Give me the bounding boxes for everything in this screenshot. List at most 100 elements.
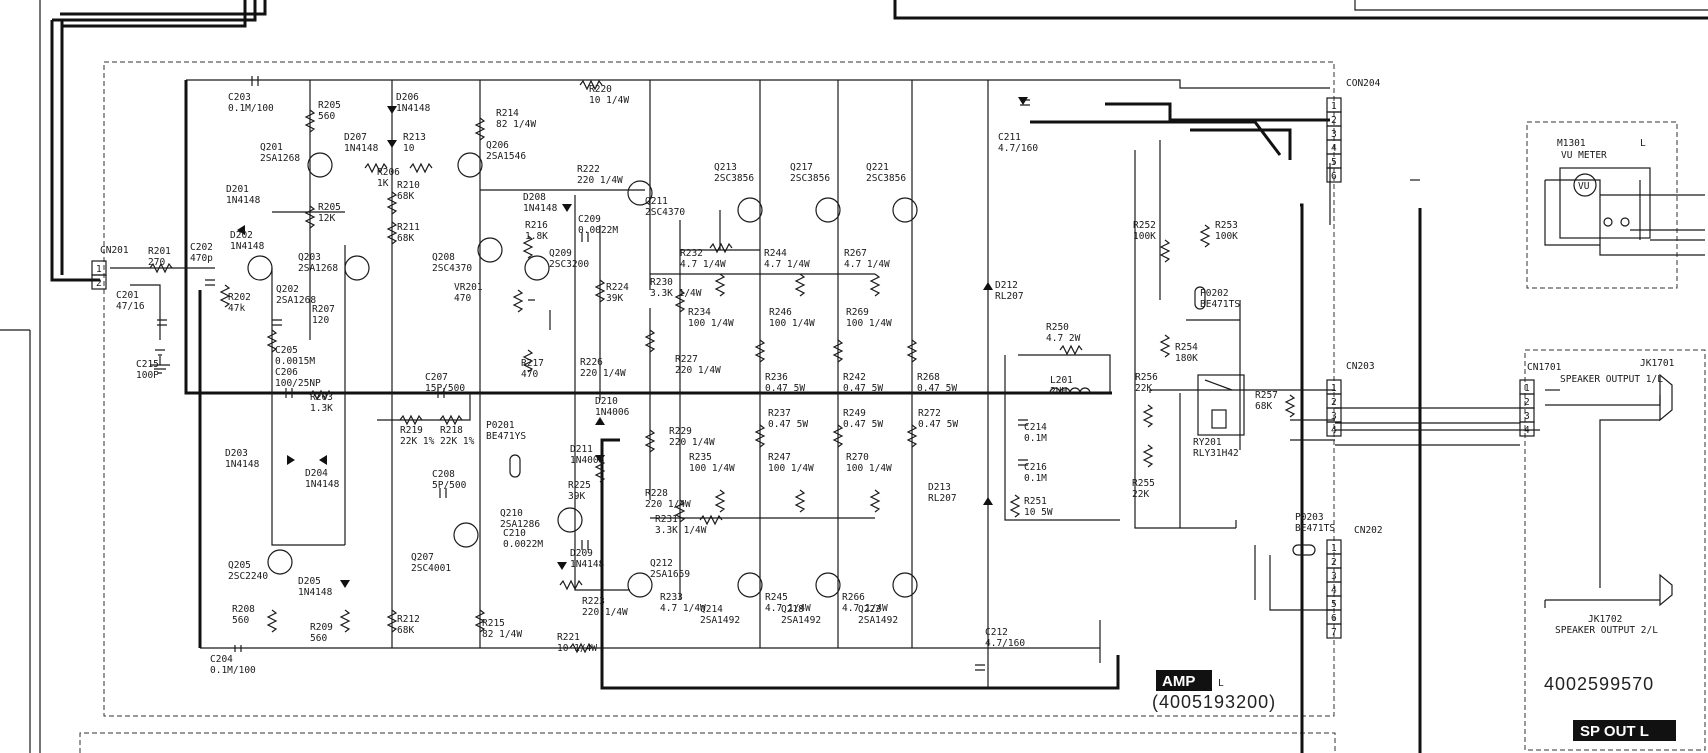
component-ref-r267: R267 [844, 248, 867, 259]
component-ref-q208: Q208 [432, 252, 455, 263]
component-ref-c208: C208 [432, 469, 455, 480]
component-ref-c215: C215 [136, 359, 159, 370]
cn1701-pins-pin-label: 1 [1524, 383, 1530, 394]
component-ref-p0201: P0201 [486, 420, 515, 431]
component-ref-r247: R247 [768, 452, 791, 463]
cn203-pins-pin-label: 2 [1331, 397, 1337, 408]
cn203-ref: CN203 [1346, 361, 1375, 372]
component-value-q213: 2SC3856 [714, 173, 754, 184]
component-value-r207: 120 [312, 315, 329, 326]
component-ref-r207: R207 [312, 304, 335, 315]
sp-board-outline [1524, 349, 1706, 751]
component-value-r245: 4.7 1/4W [765, 603, 811, 614]
component-value-r229: 220 1/4W [669, 437, 715, 448]
component-value-r220: 10 1/4W [589, 95, 629, 106]
component-value-q209: 2SC3200 [549, 259, 589, 270]
component-ref-d206: D206 [396, 92, 419, 103]
component-ref-r210: R210 [397, 180, 420, 191]
relay-ry201 [1197, 374, 1245, 436]
component-value-r249: 0.47 5W [843, 419, 883, 430]
component-value-c209: 0.0022M [578, 225, 618, 236]
jk1702-ref: JK1702 [1588, 614, 1622, 625]
component-value-r214: 82 1/4W [496, 119, 536, 130]
cn203-pins-pin-label: 4 [1331, 425, 1337, 436]
cn203-pins-pin-label: 1 [1331, 383, 1337, 394]
component-ref-r266: R266 [842, 592, 865, 603]
cn203-pins-pin-box [1326, 421, 1342, 437]
component-ref-d210: D210 [595, 396, 618, 407]
component-value-r206: 1K [377, 178, 389, 189]
component-ref-c212: C212 [985, 627, 1008, 638]
component-value-q221: 2SC3856 [866, 173, 906, 184]
component-value-r203: 1.3K [310, 403, 333, 414]
component-ref-r205: R205 [318, 202, 341, 213]
component-value-r227: 220 1/4W [675, 365, 721, 376]
component-ref-c209: C209 [578, 214, 601, 225]
component-ref-q217: Q217 [790, 162, 813, 173]
component-ref-c205: C205 [275, 345, 298, 356]
component-ref-r245: R245 [765, 592, 788, 603]
cn201-pins-pin-box [91, 274, 107, 290]
sp-section-label: SP OUT L [1580, 723, 1649, 740]
component-ref-r236: R236 [765, 372, 788, 383]
sp-part-number: 4002599570 [1544, 674, 1654, 694]
component-value-c207: 15P/500 [425, 383, 465, 394]
cn204-pins-pin-label: 3 [1331, 129, 1337, 140]
vu-meter-ref: M1301 [1557, 138, 1586, 149]
component-value-r210: 68K [397, 191, 414, 202]
component-ref-r201: R201 [148, 246, 171, 257]
component-ref-r217: R217 [521, 358, 544, 369]
component-value-r250: 4.7 2W [1046, 333, 1081, 344]
vu-meter-box [1559, 167, 1651, 239]
component-ref-c214: C214 [1024, 422, 1047, 433]
cn202-pins-pin-box [1326, 623, 1342, 639]
component-value-r217: 470 [521, 369, 538, 380]
component-value-q207: 2SC4001 [411, 563, 451, 574]
component-value-r257: 68K [1255, 401, 1272, 412]
jk1701-ref: JK1701 [1640, 358, 1675, 369]
component-value-r232: 4.7 1/4W [680, 259, 726, 270]
component-value-q202: 2SA1268 [276, 295, 316, 306]
vu-meter-suffix: L [1640, 138, 1646, 149]
cn201-ref: CN201 [100, 245, 129, 256]
component-ref-d209: D209 [570, 548, 593, 559]
component-ref-r269: R269 [846, 307, 869, 318]
component-ref-r268: R268 [917, 372, 940, 383]
component-ref-r251: R251 [1024, 496, 1047, 507]
component-ref-r224: R224 [606, 282, 629, 293]
component-ref-r215: R215 [482, 618, 505, 629]
component-value-r252: 100K [1133, 231, 1156, 242]
component-ref-r257: R257 [1255, 390, 1278, 401]
vu-lamp-2 [1620, 217, 1630, 227]
component-ref-q209: Q209 [549, 248, 572, 259]
jk1701-name: SPEAKER OUTPUT 1/L [1560, 374, 1663, 385]
component-ref-r253: R253 [1215, 220, 1238, 231]
component-ref-d208: D208 [523, 192, 546, 203]
component-ref-c202: C202 [190, 242, 213, 253]
component-ref-r214: R214 [496, 108, 519, 119]
cn202-ref: CN202 [1354, 525, 1383, 536]
amp-part-number: (4005193200) [1152, 692, 1276, 712]
component-value-d209: 1N4148 [570, 559, 605, 570]
component-ref-r209: R209 [310, 622, 333, 633]
component-value-d210: 1N4006 [595, 407, 630, 418]
component-ref-r202: R202 [228, 292, 251, 303]
cn204-pins-pin-box [1326, 167, 1342, 183]
component-value-r226: 220 1/4W [580, 368, 626, 379]
component-ref-l201: L201 [1050, 375, 1073, 386]
component-ref-q212: Q212 [650, 558, 673, 569]
component-value-d208: 1N4148 [523, 203, 558, 214]
component-value-r266: 4.7 1/4W [842, 603, 888, 614]
cn1701-pins-pin-box [1519, 421, 1535, 437]
component-value-d201: 1N4148 [226, 195, 261, 206]
component-ref-r226: R226 [580, 357, 603, 368]
component-value-r236: 0.47 5W [765, 383, 805, 394]
component-value-d202: 1N4148 [230, 241, 265, 252]
component-value-r267: 4.7 1/4W [844, 259, 890, 270]
component-value-r256: 22K [1135, 383, 1152, 394]
component-ref-d202: D202 [230, 230, 253, 241]
